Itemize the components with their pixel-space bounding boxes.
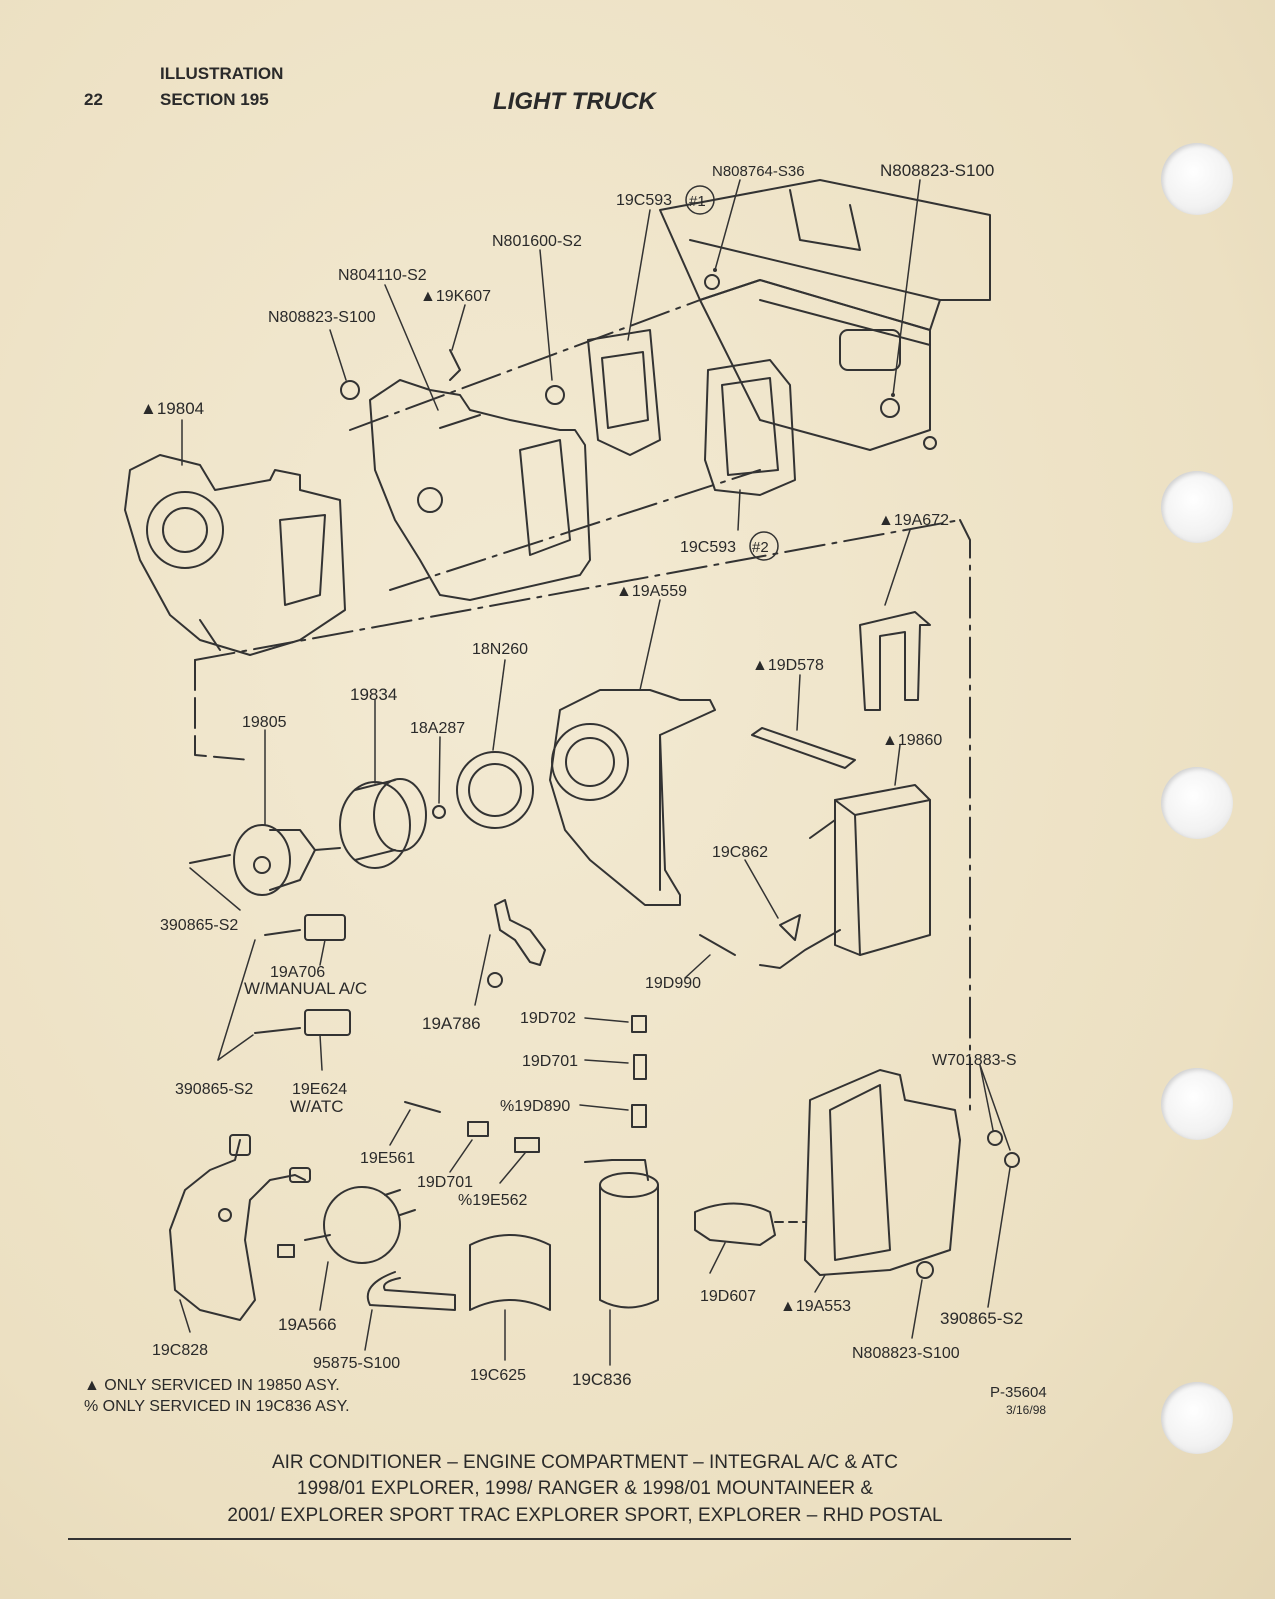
- evaporator-housing-19A553: [804, 1069, 961, 1276]
- label-390865-S2-b: 390865-S2: [175, 1081, 253, 1098]
- label-19C593-1: 19C593: [616, 192, 672, 209]
- label-N808823-S100-top: N808823-S100: [880, 161, 994, 180]
- sleeve-19C625: [469, 1234, 551, 1311]
- label-19A672: ▲19A672: [878, 512, 949, 529]
- label-19E562: %19E562: [458, 1192, 527, 1209]
- label-19C836: 19C836: [572, 1370, 632, 1389]
- header-illustration: ILLUSTRATION: [160, 64, 284, 83]
- bracket-19A672: [859, 611, 931, 711]
- strip-19D578: [751, 727, 856, 769]
- firewall-structure: [194, 179, 991, 1111]
- label-19C625: 19C625: [470, 1367, 526, 1384]
- figure-caption-line2: 1998/01 EXPLORER, 1998/ RANGER & 1998/01…: [296, 1478, 874, 1499]
- switch-19D890: [631, 1104, 647, 1128]
- evaporator-core-19860: [759, 784, 931, 969]
- binder-hole: [1161, 1068, 1233, 1140]
- label-19C862: 19C862: [712, 844, 768, 861]
- label-19D701-a: 19D701: [522, 1053, 578, 1070]
- label-19D702: 19D702: [520, 1010, 576, 1027]
- header-section: SECTION 195: [160, 90, 269, 109]
- plate-number: P-35604: [990, 1384, 1047, 1401]
- label-18N260: 18N260: [472, 641, 528, 658]
- label-W701883-S: W701883-S: [932, 1052, 1017, 1069]
- label-19C828: 19C828: [152, 1342, 208, 1359]
- blower-motor-19805: [189, 824, 341, 896]
- label-N808764-S36: N808764-S36: [712, 163, 805, 180]
- binder-hole: [1161, 471, 1233, 543]
- label-18A287: 18A287: [410, 720, 465, 737]
- label-19805: 19805: [242, 714, 287, 731]
- label-N804110-S2: N804110-S2: [338, 267, 427, 284]
- bracket-19A786: [494, 899, 546, 966]
- label-N801600-S2: N801600-S2: [492, 233, 582, 250]
- accumulator-19C836: [584, 1159, 659, 1309]
- label-w-atc: W/ATC: [290, 1097, 344, 1116]
- label-19860: ▲19860: [882, 732, 942, 749]
- label-19D890: %19D890: [500, 1098, 570, 1115]
- label-19E561: 19E561: [360, 1150, 415, 1167]
- clip-95875-S100: [366, 1271, 456, 1311]
- harness-19C828: [169, 1139, 306, 1321]
- label-19D607: 19D607: [700, 1288, 756, 1305]
- ring-18N260: [456, 751, 534, 829]
- page-number: 22: [84, 90, 103, 109]
- page-title: LIGHT TRUCK: [493, 88, 656, 115]
- label-19D701-b: 19D701: [417, 1174, 473, 1191]
- label-19C593-1-mark: #1: [689, 193, 706, 210]
- label-390865-S2-c: 390865-S2: [940, 1309, 1023, 1328]
- note-triangle-serviced: ▲ ONLY SERVICED IN 19850 ASY.: [84, 1377, 340, 1394]
- label-95875-S100: 95875-S100: [313, 1355, 400, 1372]
- binder-hole: [1161, 767, 1233, 839]
- label-19C593-2: 19C593: [680, 539, 736, 556]
- figure-caption-line3: 2001/ EXPLORER SPORT TRAC EXPLORER SPORT…: [227, 1505, 943, 1526]
- label-19E624: 19E624: [292, 1081, 347, 1098]
- plate-date: 3/16/98: [1006, 1403, 1047, 1417]
- label-manual-ac: W/MANUAL A/C: [244, 979, 367, 998]
- figure-caption-line1: AIR CONDITIONER – ENGINE COMPARTMENT – I…: [271, 1452, 899, 1473]
- label-19A559: ▲19A559: [616, 583, 687, 600]
- blower-scroll-19A559: [549, 689, 716, 906]
- gasket-19K607: [369, 349, 591, 601]
- label-19K607: ▲19K607: [420, 288, 491, 305]
- bracket-19D607: [694, 1202, 776, 1246]
- label-390865-S2-a: 390865-S2: [160, 917, 238, 934]
- label-N808823-S100-bottom: N808823-S100: [852, 1345, 960, 1362]
- label-19D990: 19D990: [645, 975, 701, 992]
- cap-19D702: [631, 1015, 647, 1033]
- blower-wheel-19834: [339, 778, 427, 869]
- module-19E624: [304, 1009, 351, 1036]
- binder-hole: [1161, 143, 1233, 215]
- label-19D578: ▲19D578: [752, 657, 824, 674]
- seal-19C593-1: [587, 329, 661, 456]
- bottom-rule: [68, 1538, 1071, 1540]
- label-19804: ▲19804: [140, 399, 204, 418]
- label-19C593-2-mark: #2: [752, 539, 769, 556]
- label-19A706: 19A706: [270, 964, 325, 981]
- core-19D701: [633, 1054, 647, 1080]
- binder-hole: [1161, 1382, 1233, 1454]
- label-19A553: ▲19A553: [780, 1298, 851, 1315]
- actuator-19A566: [277, 1186, 416, 1264]
- blower-housing-19804: [124, 454, 346, 656]
- label-19A786: 19A786: [422, 1014, 481, 1033]
- label-19A566: 19A566: [278, 1315, 337, 1334]
- label-N808823-S100-left: N808823-S100: [268, 309, 376, 326]
- note-percent-serviced: % ONLY SERVICED IN 19C836 ASY.: [84, 1398, 350, 1415]
- resistor-19A706: [304, 914, 346, 941]
- label-19834: 19834: [350, 685, 397, 704]
- seal-19C593-2: [704, 359, 796, 496]
